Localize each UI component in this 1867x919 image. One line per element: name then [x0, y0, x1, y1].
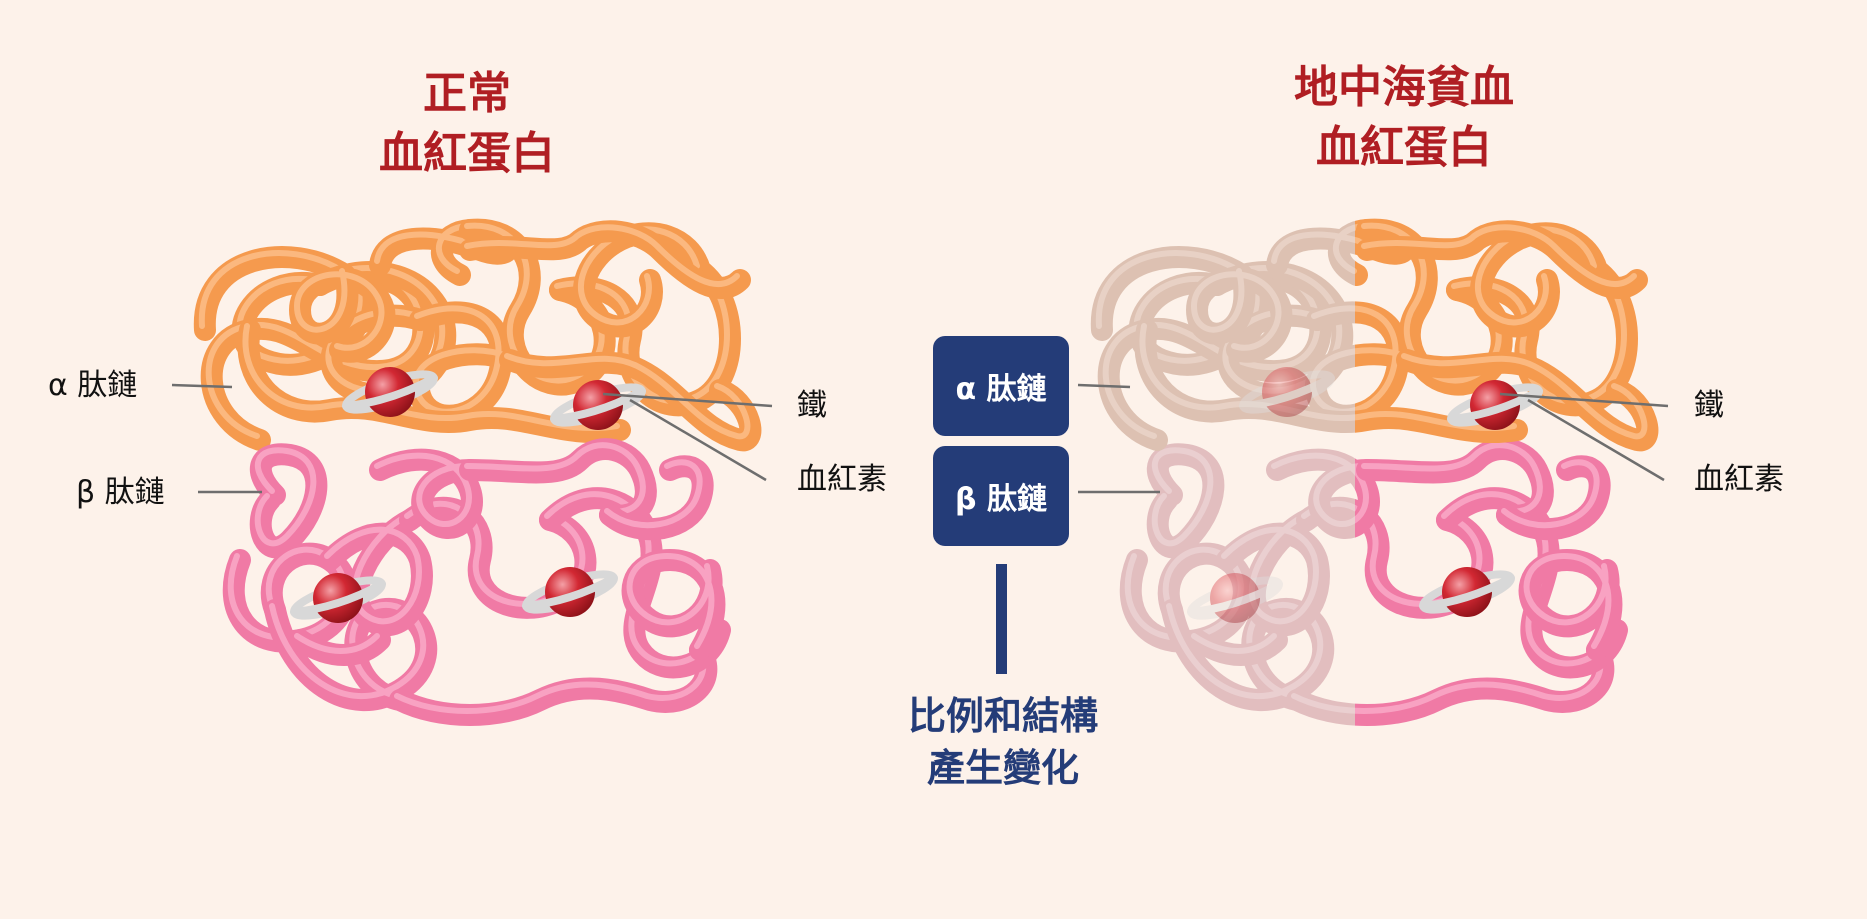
heme-label-normal: 血紅素 [797, 462, 887, 497]
chain-highlight [394, 643, 707, 714]
leader-lines [171, 383, 1669, 494]
change-caption: 比例和結構 產生變化 [880, 690, 1126, 794]
thalassemia-title-line1: 地中海貧血 [1294, 62, 1514, 113]
thalassemia-faded-chains [1090, 221, 1355, 726]
chain-segment [1186, 264, 1293, 363]
chain-highlight [1190, 268, 1282, 351]
normal-title-line1: 正常 [423, 68, 511, 119]
chain-segment [1146, 443, 1225, 559]
heme-ring-front [290, 580, 386, 616]
chain-highlight [1523, 552, 1612, 649]
chain-highlight [626, 552, 715, 649]
leader-alpha-center [1077, 383, 1131, 389]
leader-heme-thal [1527, 398, 1665, 482]
chain-highlight [1401, 353, 1648, 440]
chain-segment [289, 264, 396, 363]
chain-highlight [1221, 513, 1319, 625]
chain-highlight [554, 263, 730, 405]
heme-ring-front [522, 574, 618, 610]
beta-chain-label: β 肽鏈 [76, 475, 165, 510]
chain-segment [389, 639, 718, 726]
chain-highlight [374, 452, 472, 527]
leader-iron-normal [602, 392, 773, 408]
chain-segment [369, 448, 483, 539]
chain-segment [1356, 438, 1554, 527]
chain-highlight [1271, 224, 1355, 274]
chain-segment [1355, 458, 1380, 537]
chain-highlight [324, 513, 422, 625]
heme-group [1419, 380, 1543, 617]
chain-highlight [1355, 410, 1517, 432]
chain-segment [459, 438, 657, 527]
iron-label-normal: 鐵 [797, 388, 827, 423]
leader-iron-thal [1499, 392, 1669, 408]
chain-highlight [504, 353, 751, 440]
chain-segment [1355, 639, 1615, 726]
change-caption-line1: 比例和結構 [907, 694, 1098, 738]
iron-atom [1262, 367, 1312, 417]
chain-segment [319, 509, 433, 637]
heme-group [1187, 367, 1335, 623]
normal-heme-groups [290, 367, 646, 623]
chain-highlight [254, 447, 317, 547]
thalassemia-title: 地中海貧血 血紅蛋白 [1224, 58, 1584, 178]
chain-segment [1134, 319, 1355, 434]
heme-ring-front [1239, 374, 1335, 410]
chain-highlight [294, 633, 380, 654]
chain-highlight [293, 268, 385, 351]
heme-ring-front [1187, 580, 1283, 616]
alpha-chain-label: α 肽鏈 [48, 368, 138, 403]
iron-atom [1210, 573, 1260, 623]
chain-highlight [1271, 452, 1355, 527]
chain-highlight [1501, 459, 1600, 529]
chain-segment [1266, 448, 1355, 539]
chain-highlight [464, 224, 740, 288]
chain-highlight [604, 459, 703, 529]
chain-highlight [1451, 263, 1627, 405]
chain-highlight [1151, 447, 1214, 547]
beta-chain-badge: β 肽鏈 [933, 446, 1069, 546]
normal-molecule [193, 218, 762, 726]
chain-highlight [1361, 224, 1637, 288]
leader-alpha-normal [171, 383, 233, 389]
chain-segment [1355, 406, 1528, 444]
chain-segment [1304, 301, 1355, 427]
normal-title-line2: 血紅蛋白 [379, 128, 555, 179]
chain-highlight [1355, 463, 1369, 524]
chain-highlight [1474, 226, 1597, 326]
chain-highlight [1355, 305, 1407, 414]
chain-highlight [1191, 633, 1277, 654]
thalassemia-title-line2: 血紅蛋白 [1316, 122, 1492, 173]
change-connector [996, 564, 1007, 674]
chain-group-beta [1119, 443, 1355, 726]
chain-segment [1186, 629, 1288, 666]
chain-highlight [464, 442, 646, 515]
chain-segment [1266, 221, 1355, 286]
chain-segment [1216, 509, 1330, 637]
heme-ring-front [342, 374, 438, 410]
chain-highlight [577, 226, 700, 326]
heme-label-thal: 血紅素 [1694, 462, 1784, 497]
chain-highlight [1309, 305, 1355, 415]
leader-heme-normal [629, 398, 767, 482]
change-caption-line2: 產生變化 [926, 746, 1079, 790]
normal-alpha-chain [193, 218, 762, 452]
chain-highlight [412, 305, 510, 415]
heme-ring-front [1419, 574, 1515, 610]
iron-label-thal: 鐵 [1694, 388, 1724, 423]
chain-group-beta [1355, 438, 1628, 726]
alpha-chain-badge: α 肽鏈 [933, 336, 1069, 436]
chain-highlight [1361, 442, 1543, 515]
normal-title: 正常 血紅蛋白 [287, 64, 647, 184]
normal-beta-chain [222, 438, 731, 726]
thalassemia-molecule [1090, 218, 1659, 726]
chain-group-alpha [1090, 221, 1355, 451]
chain-highlight [1355, 643, 1604, 714]
